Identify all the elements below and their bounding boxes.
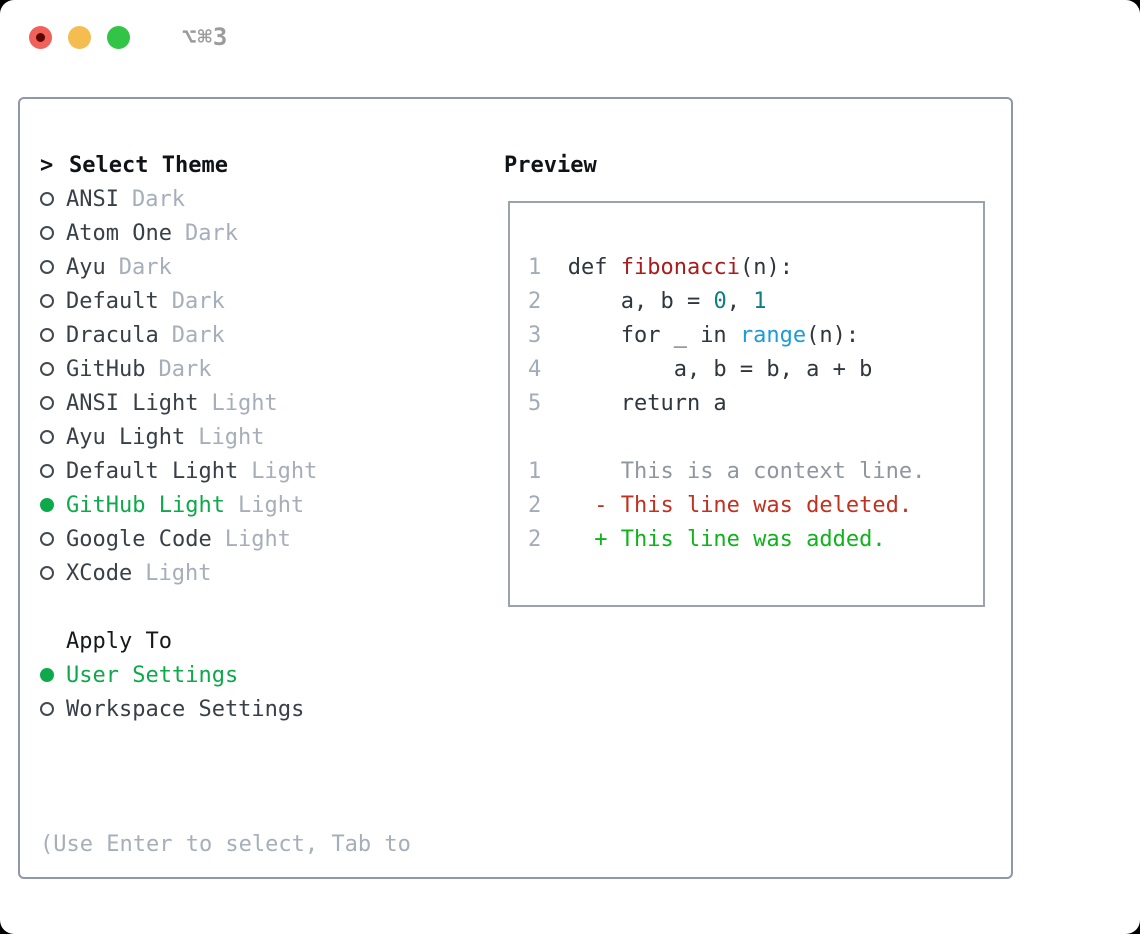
function-name: fibonacci — [620, 255, 740, 280]
radio-icon — [40, 566, 54, 580]
theme-list-column: > Select Theme ANSI Dark Atom One Dark A… — [40, 148, 504, 877]
code-line-blank — [528, 421, 983, 455]
apply-to-title: Apply To — [66, 628, 172, 654]
close-button[interactable] — [29, 25, 52, 49]
diff-context-line: 1 This is a context line. — [528, 459, 926, 484]
theme-option-ansi-dark[interactable]: ANSI Dark — [40, 182, 504, 216]
code-line: 1 def fibonacci(n): — [528, 255, 793, 280]
radio-icon — [40, 532, 54, 546]
select-theme-header: > Select Theme — [40, 148, 504, 182]
theme-option-google-code-light[interactable]: Google Code Light — [40, 522, 504, 556]
radio-selected-icon — [40, 668, 54, 682]
theme-option-default-light[interactable]: Default Light Light — [40, 454, 504, 488]
code-line: 4 a, b = b, a + b — [528, 357, 873, 382]
theme-option-github-light[interactable]: GitHub Light Light — [40, 488, 504, 522]
radio-icon — [40, 464, 54, 478]
theme-option-dracula-dark[interactable]: Dracula Dark — [40, 318, 504, 352]
code-line: 5 return a — [528, 391, 727, 416]
select-theme-title: Select Theme — [69, 152, 228, 178]
radio-icon — [40, 396, 54, 410]
diff-added-line: 2 + This line was added. — [528, 527, 886, 552]
apply-option-workspace-settings[interactable]: Workspace Settings — [40, 692, 504, 726]
preview-box: 1 def fibonacci(n): 2 a, b = 0, 1 3 for … — [508, 201, 985, 607]
radio-icon — [40, 294, 54, 308]
code-line: 3 for _ in range(n): — [528, 323, 860, 348]
window-title: ⌥⌘3 — [182, 23, 229, 51]
builtin-name: range — [739, 323, 807, 348]
code-line: 2 a, b = 0, 1 — [528, 289, 767, 314]
theme-option-default-dark[interactable]: Default Dark — [40, 284, 504, 318]
number-literal: 1 — [753, 289, 767, 314]
theme-option-atom-one-dark[interactable]: Atom One Dark — [40, 216, 504, 250]
hint-line: (Use Enter to select, Tab to — [40, 832, 411, 857]
radio-selected-icon — [40, 498, 54, 512]
spacer — [40, 726, 504, 760]
theme-option-ayu-light[interactable]: Ayu Light Light — [40, 420, 504, 454]
preview-title: Preview — [504, 152, 597, 178]
theme-option-xcode-light[interactable]: XCode Light — [40, 556, 504, 590]
radio-icon — [40, 328, 54, 342]
diff-deleted-line: 2 - This line was deleted. — [528, 493, 913, 518]
titlebar: ⌥⌘3 — [29, 23, 229, 51]
hint-text: (Use Enter to select, Tab to change focu… — [40, 760, 504, 934]
theme-option-ayu-dark[interactable]: Ayu Dark — [40, 250, 504, 284]
minimize-button[interactable] — [68, 25, 91, 49]
maximize-button[interactable] — [107, 25, 130, 49]
radio-icon — [40, 430, 54, 444]
theme-picker-panel: > Select Theme ANSI Dark Atom One Dark A… — [18, 97, 1013, 879]
radio-icon — [40, 702, 54, 716]
preview-header: Preview — [504, 148, 1011, 182]
theme-option-github-dark[interactable]: GitHub Dark — [40, 352, 504, 386]
recording-dot-icon — [36, 32, 45, 42]
hint-line: change focus) — [40, 930, 504, 934]
radio-icon — [40, 192, 54, 206]
theme-option-ansi-light[interactable]: ANSI Light Light — [40, 386, 504, 420]
preview-column: Preview 1 def fibonacci(n): 2 a, b = 0, … — [504, 148, 1011, 877]
apply-to-header: Apply To — [40, 624, 504, 658]
pointer-icon: > — [40, 152, 54, 178]
radio-icon — [40, 260, 54, 274]
apply-option-user-settings[interactable]: User Settings — [40, 658, 504, 692]
radio-icon — [40, 226, 54, 240]
radio-icon — [40, 362, 54, 376]
number-literal: 0 — [713, 289, 727, 314]
spacer — [40, 590, 504, 624]
